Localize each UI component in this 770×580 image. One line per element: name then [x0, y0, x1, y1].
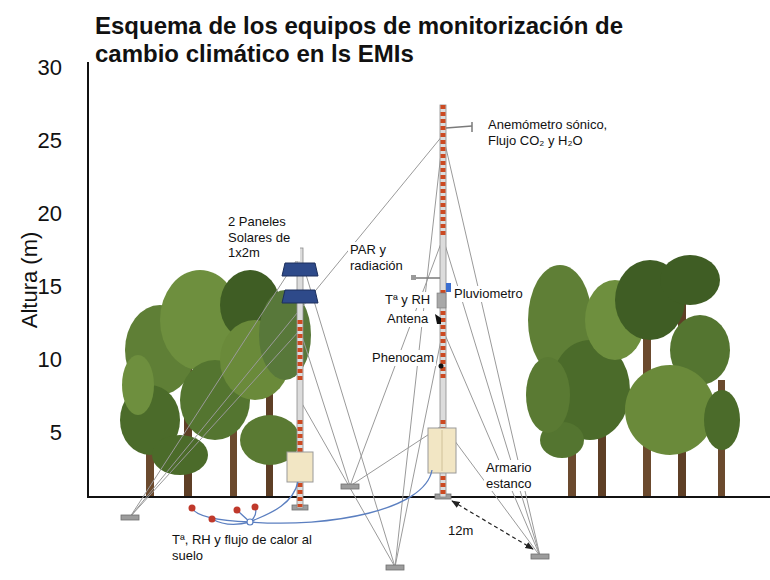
axis-tick-label: 15	[38, 276, 62, 298]
pine-tree	[625, 365, 715, 455]
solar-mast	[298, 320, 303, 380]
solar-panel	[282, 263, 318, 276]
soil-cable	[192, 508, 250, 522]
guy-wire	[130, 255, 300, 517]
soil-sensor	[252, 504, 259, 511]
solar-panel	[282, 290, 318, 303]
axis-tick-label: 5	[50, 422, 62, 444]
antenna-symbol	[435, 314, 441, 324]
component-label: 2 Paneles Solares de 1x2m	[226, 214, 300, 261]
phenocam-dot	[439, 364, 444, 369]
pine-tree	[704, 390, 740, 450]
pine-tree	[526, 357, 570, 433]
par-sensor	[414, 277, 440, 279]
component-label: Tª y RH	[383, 292, 432, 308]
par-sensor	[411, 275, 440, 280]
soil-cable	[250, 470, 432, 523]
guy-wire	[443, 135, 540, 556]
flux-tower	[441, 105, 446, 235]
axis-tick-label: 25	[38, 130, 62, 152]
soil-cable	[192, 470, 432, 524]
axis-tick-label: 20	[38, 203, 62, 225]
pine-tree	[526, 255, 740, 497]
sonic-anemometer	[446, 126, 472, 128]
dimension-label: 12m	[446, 523, 475, 539]
sonic-anemometer	[471, 122, 473, 132]
guy-wire	[130, 135, 443, 517]
component-label: Antena	[385, 311, 430, 327]
enclosure-box	[428, 428, 456, 473]
solar-panel	[282, 263, 318, 303]
component-label: Pluviometro	[452, 286, 525, 302]
rain-gauge	[446, 283, 451, 292]
pine-tree	[120, 270, 311, 497]
cable-junction	[247, 519, 253, 525]
axis-title: Altura (m)	[19, 232, 41, 329]
axis-tick-label: 10	[38, 349, 62, 371]
soil-sensor	[209, 516, 216, 523]
soil-cable	[250, 482, 298, 522]
ground-anchor	[121, 515, 139, 520]
ground-anchor	[341, 484, 359, 489]
component-label: PAR y radiación	[348, 242, 414, 273]
ground-anchor	[386, 565, 404, 570]
guy-wire	[443, 330, 540, 556]
guy-wire	[130, 330, 300, 517]
soil-sensor	[234, 507, 241, 514]
component-label: Phenocam	[370, 350, 436, 366]
enclosure-box	[287, 452, 313, 482]
height-axis	[87, 62, 89, 498]
pine-tree	[660, 255, 720, 305]
component-label: Tª, RH y flujo de calor al suelo	[170, 532, 338, 563]
soil-sensor	[189, 505, 196, 512]
temperature-sensor	[437, 293, 446, 308]
guy-wire	[130, 135, 540, 567]
ground-anchor	[531, 554, 549, 559]
par-sensor	[411, 275, 416, 280]
ground-line	[87, 496, 770, 498]
ground-anchor	[121, 484, 549, 570]
component-label: Armario estanco	[484, 460, 548, 491]
guy-wire	[443, 238, 540, 556]
component-label: Anemómetro sónico, Flujo CO₂ y H₂O	[486, 117, 628, 148]
sonic-anemometer	[446, 122, 472, 132]
enclosure-box	[442, 430, 443, 471]
axis-tick-label: 30	[38, 57, 62, 79]
diagram-title: Esquema de los equipos de monitorización…	[95, 12, 645, 67]
pine-tree	[122, 355, 154, 415]
